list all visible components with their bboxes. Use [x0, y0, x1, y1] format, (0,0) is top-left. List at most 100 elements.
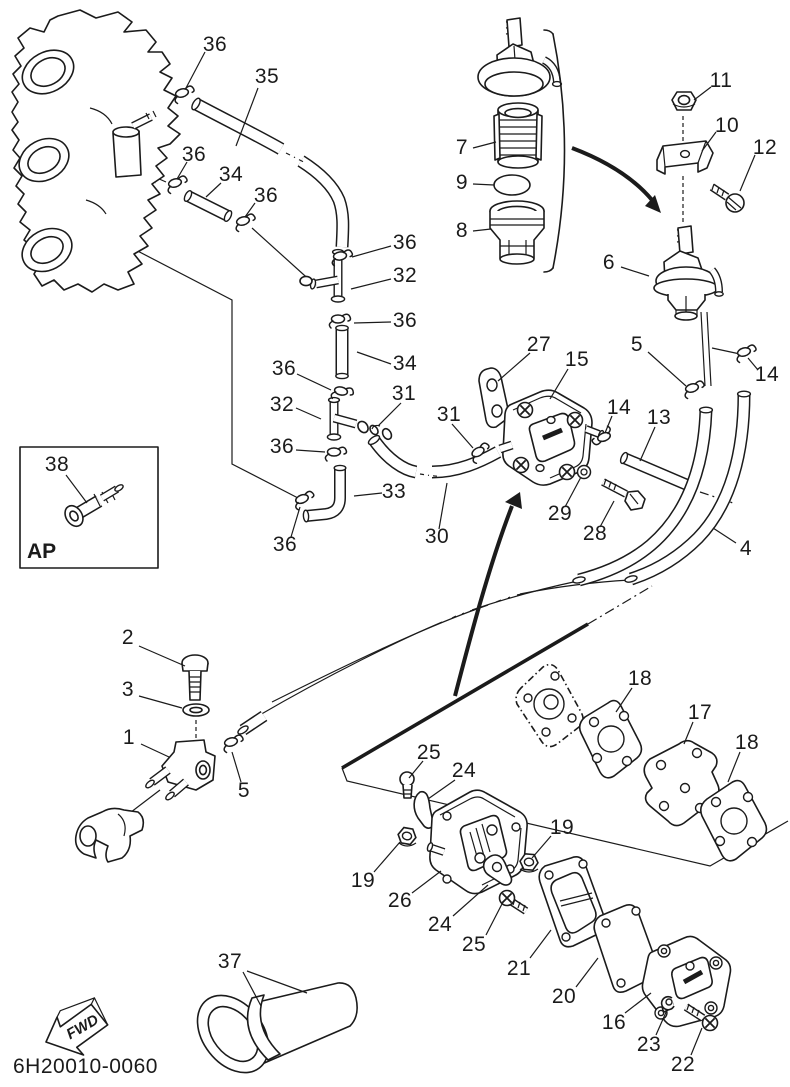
- fitting-38: [64, 484, 124, 528]
- bolt-2: [181, 654, 209, 701]
- hose-33-elbow: [302, 464, 347, 523]
- screw-22: [683, 1003, 719, 1032]
- part-callout-34: 34: [392, 352, 418, 375]
- part-callout-17: 17: [687, 701, 713, 724]
- carb-to-pump-arrow: [453, 492, 522, 697]
- part-callout-37: 37: [217, 950, 243, 973]
- part-callout-5: 5: [630, 333, 644, 356]
- leader-lines: [65, 51, 759, 1056]
- part-callout-36: 36: [181, 143, 207, 166]
- part-callout-26: 26: [387, 889, 413, 912]
- part-callout-32: 32: [392, 264, 418, 287]
- part-callout-24: 24: [427, 913, 453, 936]
- part-callout-27: 27: [526, 333, 552, 356]
- part-callout-25: 25: [416, 741, 442, 764]
- fuel-filter-6: [653, 225, 724, 321]
- fuel-line-routing: [257, 579, 631, 717]
- part-callout-19: 19: [549, 816, 575, 839]
- part-callout-25: 25: [461, 933, 487, 956]
- clamp-14-right: [733, 343, 760, 364]
- part-callout-38: 38: [44, 453, 70, 476]
- hose-4-right: [624, 390, 752, 586]
- ap-inset-label: AP: [27, 540, 57, 563]
- bolt-12: [709, 183, 745, 213]
- part-callout-36: 36: [269, 435, 295, 458]
- hose-34-upper: [183, 189, 233, 223]
- part-callout-3: 3: [121, 678, 135, 701]
- hose-34-vertical: [335, 324, 349, 380]
- part-callout-28: 28: [582, 522, 608, 545]
- gasket-21: [538, 856, 607, 948]
- hose-end-stub: [237, 711, 268, 735]
- part-callout-15: 15: [564, 348, 590, 371]
- part-callout-7: 7: [455, 136, 469, 159]
- part-callout-18: 18: [627, 667, 653, 690]
- part-callout-2: 2: [121, 626, 135, 649]
- part-callout-32: 32: [269, 393, 295, 416]
- part-callout-8: 8: [455, 219, 469, 242]
- t-fitting-32-lower: [326, 396, 379, 441]
- part-callout-36: 36: [392, 309, 418, 332]
- group-bracket: [543, 29, 661, 273]
- part-callout-22: 22: [670, 1053, 696, 1076]
- part-callout-4: 4: [739, 537, 753, 560]
- gasket-27: [478, 367, 510, 429]
- hose-30: [367, 434, 502, 479]
- part-callout-18: 18: [734, 731, 760, 754]
- diagram-code: 6H20010-0060: [13, 1055, 158, 1078]
- ap-inset-box: [19, 446, 159, 569]
- part-callout-23: 23: [636, 1033, 662, 1056]
- clamp-bracket: [74, 807, 145, 863]
- part-callout-36: 36: [253, 184, 279, 207]
- nut-19-right: [518, 852, 540, 873]
- washer-29: [576, 464, 592, 480]
- part-callout-12: 12: [752, 136, 778, 159]
- lever-24-upper: [413, 790, 434, 829]
- engine-block: [11, 9, 181, 293]
- bolt-28: [601, 478, 646, 511]
- screw-25-lower: [498, 889, 529, 915]
- part-callout-14: 14: [606, 396, 632, 419]
- part-callout-13: 13: [646, 406, 672, 429]
- part-callout-19: 19: [350, 869, 376, 892]
- fuel-joint-1: [117, 739, 216, 823]
- hose-4-left: [572, 406, 714, 587]
- gasket-18-a: [578, 699, 643, 779]
- part-callout-24: 24: [451, 759, 477, 782]
- part-callout-35: 35: [254, 65, 280, 88]
- hose-clamps-36: [164, 84, 495, 512]
- pump-cover-16: [641, 935, 732, 1028]
- part-callout-21: 21: [506, 957, 532, 980]
- part-callout-36: 36: [392, 231, 418, 254]
- clamp-5-right: [681, 379, 708, 400]
- carb-body-reference: [515, 663, 584, 748]
- part-callout-1: 1: [122, 726, 136, 749]
- part-callout-36: 36: [202, 33, 228, 56]
- gasket-18-b: [700, 779, 768, 862]
- part-callout-14: 14: [754, 363, 780, 386]
- part-callout-36: 36: [271, 357, 297, 380]
- part-callout-34: 34: [218, 163, 244, 186]
- part-callout-30: 30: [424, 525, 450, 548]
- part-callout-31: 31: [391, 382, 417, 405]
- washer-3: [182, 703, 210, 717]
- nut-11: [671, 91, 697, 111]
- part-callout-31: 31: [436, 403, 462, 426]
- part-callout-11: 11: [709, 69, 733, 92]
- part-callout-20: 20: [551, 985, 577, 1008]
- hose-35: [191, 97, 350, 248]
- bracket-10: [656, 140, 714, 175]
- part-callout-5: 5: [237, 779, 251, 802]
- part-callout-6: 6: [602, 251, 616, 274]
- clamp-5-left: [220, 733, 247, 754]
- part-callout-29: 29: [547, 502, 573, 525]
- part-callout-16: 16: [601, 1011, 627, 1034]
- silencer-37: [196, 982, 358, 1074]
- part-callout-9: 9: [455, 171, 469, 194]
- filter-subassembly: [477, 17, 563, 265]
- part-callout-33: 33: [381, 480, 407, 503]
- part-callout-36: 36: [272, 533, 298, 556]
- part-callout-10: 10: [714, 114, 740, 137]
